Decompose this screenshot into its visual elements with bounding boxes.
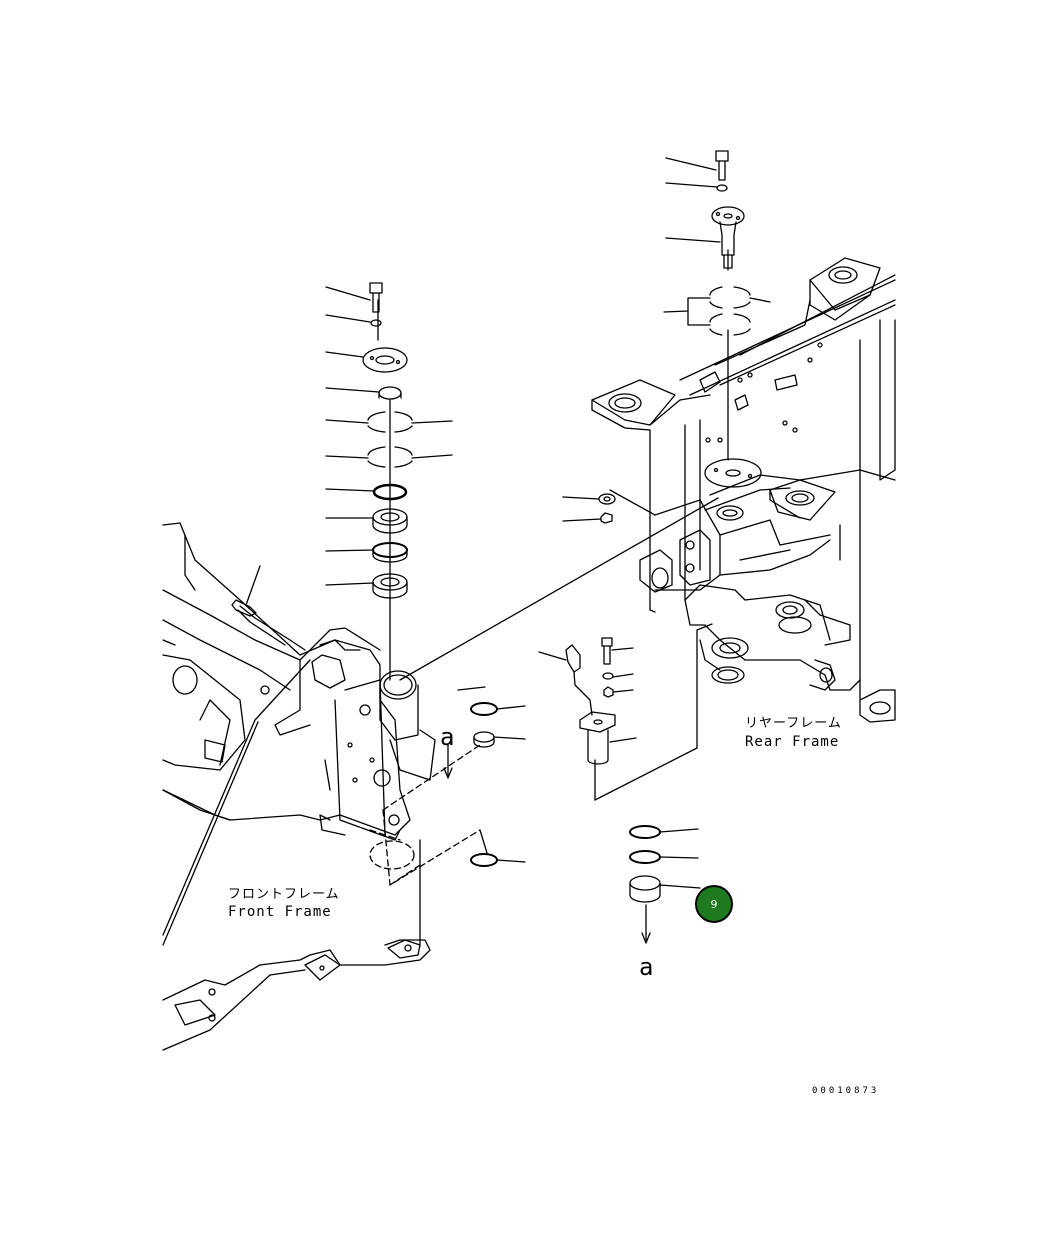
- front-frame-label-en: Front Frame: [228, 904, 332, 920]
- rear-pin-stack: [663, 150, 771, 336]
- front-pin-stack: [231, 282, 453, 617]
- callout-number: 9: [711, 898, 718, 911]
- drawing-number: 00010873: [812, 1086, 879, 1096]
- front-frame-drawing: [162, 299, 719, 1051]
- rear-small-parts: [538, 489, 701, 944]
- rear-frame-drawing: [591, 249, 896, 801]
- rear-frame-label-en: Rear Frame: [745, 734, 839, 750]
- callout-badge[interactable]: [695, 885, 733, 923]
- section-marker-a-lower: a: [639, 953, 653, 981]
- rear-frame-label-jp: リヤーフレーム: [745, 716, 842, 731]
- section-marker-a-upper: a: [440, 723, 454, 751]
- labels-group: フロントフレーム Front Frame リヤーフレーム Rear Frame …: [228, 716, 879, 1096]
- section-a-upper: [443, 686, 526, 867]
- front-frame-label-jp: フロントフレーム: [228, 887, 340, 902]
- callout-9[interactable]: 9: [695, 885, 733, 923]
